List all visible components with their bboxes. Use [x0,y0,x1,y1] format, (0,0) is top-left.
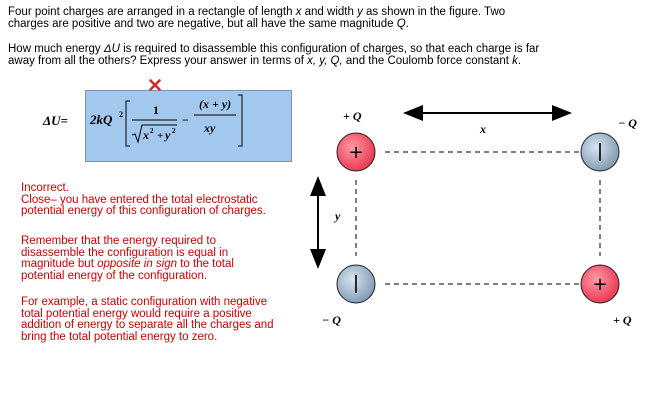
charge-label-top-left: + Q [343,109,362,123]
formula-y-exp: 2 [172,127,176,135]
plus-sign-icon: + [348,142,363,163]
feedback-hint-2: For example, a static configuration with… [21,296,303,343]
feedback-line: addition of energy to separate all the c… [21,319,274,331]
question-text: . [517,55,522,67]
var-Q: Q [396,18,406,30]
feedback-hint-1: Remember that the energy required to dis… [21,235,303,282]
plus-sign-icon: + [592,274,607,295]
formula-sqrt-sign [131,124,177,144]
feedback-line: magnitude but [21,258,98,270]
question-text: is required to disassemble this configur… [119,43,540,55]
answer-formula: 2kQ 2 1 x 2 + y 2 − (x + y) xy [89,94,243,147]
formula-numerator-2: (x + y) [199,97,231,111]
formula-minus: − [182,113,189,127]
feedback-incorrect: Incorrect. Close– you have entered the t… [21,182,303,218]
feedback-status: Incorrect. [21,182,69,194]
var-list: x, y, Q, [307,55,343,67]
var-y: y [357,6,363,18]
var-delta-u: ΔU [103,43,120,55]
rectangle-dashed-outline [355,151,601,285]
feedback-line: potential energy of this configuration o… [21,205,266,217]
question-text: How much energy [8,43,104,55]
formula-x-exp: 2 [150,127,154,135]
answer-input-box[interactable]: 2kQ 2 1 x 2 + y 2 − (x + y) xy [85,90,292,162]
var-x: x [295,6,302,18]
feedback-line: potential energy of the configuration. [21,269,208,282]
charge-label-bottom-left: − Q [322,313,341,327]
feedback-line: to the total [177,258,234,270]
formula-numerator-1: 1 [153,103,159,117]
formula-coefficient: 2kQ [89,112,113,127]
question-text: charges are positive and two are negativ… [8,18,397,30]
charge-top-left-positive [336,132,376,172]
feedback-line: Remember that the energy required to [21,235,216,247]
formula-denominator-2: xy [203,121,216,135]
formula-right-bracket [238,94,243,147]
formula-left-bracket [125,100,130,147]
question-paragraph-2: How much energy ΔU is required to disass… [8,43,638,67]
var-k: k [512,55,518,67]
feedback-line: disassemble the configuration is equal i… [21,246,229,259]
formula-x: x [142,128,149,142]
length-label: x [479,122,486,136]
question-paragraph-1: Four point charges are arranged in a rec… [8,6,638,30]
feedback-line: bring the total potential energy to zero… [21,330,218,343]
feedback-line: total potential energy would require a p… [21,307,252,320]
x-mark-icon [149,79,161,91]
charge-rectangle-figure: x y + + Q − Q − Q + + Q [310,105,637,327]
feedback-line: For example, a static configuration with… [21,296,268,308]
charge-label-bottom-right: + Q [613,313,632,327]
question-text: and width [301,6,358,18]
width-label: y [333,209,341,223]
question-text: and the Coulomb force constant [342,55,513,67]
formula-plus: + [157,130,163,142]
question-text: Four point charges are arranged in a rec… [8,6,296,18]
feedback-line: Close– you have entered the total electr… [21,193,258,206]
question-text: as shown in the figure. Two [362,6,506,18]
feedback-emphasis: opposite in sign [97,258,178,270]
question-text: away from all the others? Express your a… [8,55,308,67]
answer-label: ΔU= [43,113,68,128]
formula-y: y [163,128,171,142]
charge-label-top-right: − Q [618,116,637,130]
question-text: . [405,18,409,30]
charge-bottom-right-positive [580,264,620,304]
formula-exponent: 2 [119,110,123,119]
